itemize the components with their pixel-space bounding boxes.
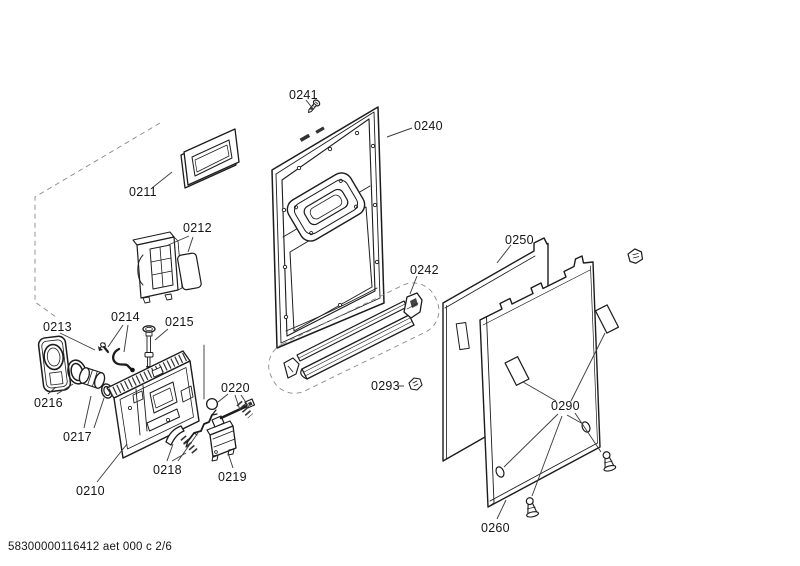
part-0260-front-panel — [479, 255, 620, 508]
part-label-0212: 0212 — [183, 221, 212, 235]
part-0220-lever — [205, 397, 256, 428]
panel-hole — [581, 421, 591, 433]
projection-lines — [34, 122, 161, 318]
part-label-0216: 0216 — [34, 396, 63, 410]
part-0242-end-cap — [403, 292, 423, 319]
trim-left-cap — [283, 357, 300, 379]
clip-icon — [627, 248, 644, 264]
door-screw-dots — [281, 130, 380, 320]
part-0216-plate — [37, 335, 87, 393]
part-label-0260: 0260 — [481, 521, 510, 535]
part-label-0217: 0217 — [63, 430, 92, 444]
door-top-slots — [299, 126, 325, 142]
part-0213-screw — [98, 342, 110, 354]
panel-sticker — [594, 304, 620, 334]
part-label-0220: 0220 — [221, 381, 250, 395]
part-0214-hook — [112, 347, 135, 373]
part-label-0210: 0210 — [76, 484, 105, 498]
part-0212-sticker — [177, 252, 202, 291]
part-0293-trim — [268, 282, 440, 394]
part-0210-dispenser — [106, 350, 200, 459]
part-label-0250: 0250 — [505, 233, 534, 247]
part-0217-sleeve — [78, 367, 114, 399]
part-label-0213: 0213 — [43, 320, 72, 334]
document-code: 58300000116412 aet 000 c 2/6 — [8, 541, 172, 553]
panel-fastener-clip — [602, 451, 617, 472]
leader-lines — [47, 99, 606, 520]
clip-icon — [408, 377, 423, 391]
door-handle-recess — [286, 172, 366, 242]
part-0218-linkage — [165, 409, 218, 454]
panel-hole — [495, 466, 505, 478]
part-label-0211: 0211 — [129, 185, 157, 199]
part-label-0242: 0242 — [410, 263, 439, 277]
part-label-0290: 0290 — [551, 399, 580, 413]
part-label-0241: 0241 — [289, 88, 318, 102]
part-label-0218: 0218 — [153, 463, 182, 477]
part-0240-outer-door — [271, 106, 385, 349]
part-0219-actuator — [206, 420, 237, 462]
part-label-0214: 0214 — [111, 310, 140, 324]
panel-sticker — [504, 356, 530, 386]
part-label-0215: 0215 — [165, 315, 194, 329]
part-0212-module — [132, 231, 202, 304]
part-label-0219: 0219 — [218, 470, 247, 484]
part-label-0293: 0293 — [371, 379, 400, 393]
panel-fastener-clip — [525, 497, 539, 518]
part-0215-pin — [142, 325, 156, 374]
part-0211-window-frame — [180, 128, 240, 189]
part-label-0240: 0240 — [414, 119, 443, 133]
